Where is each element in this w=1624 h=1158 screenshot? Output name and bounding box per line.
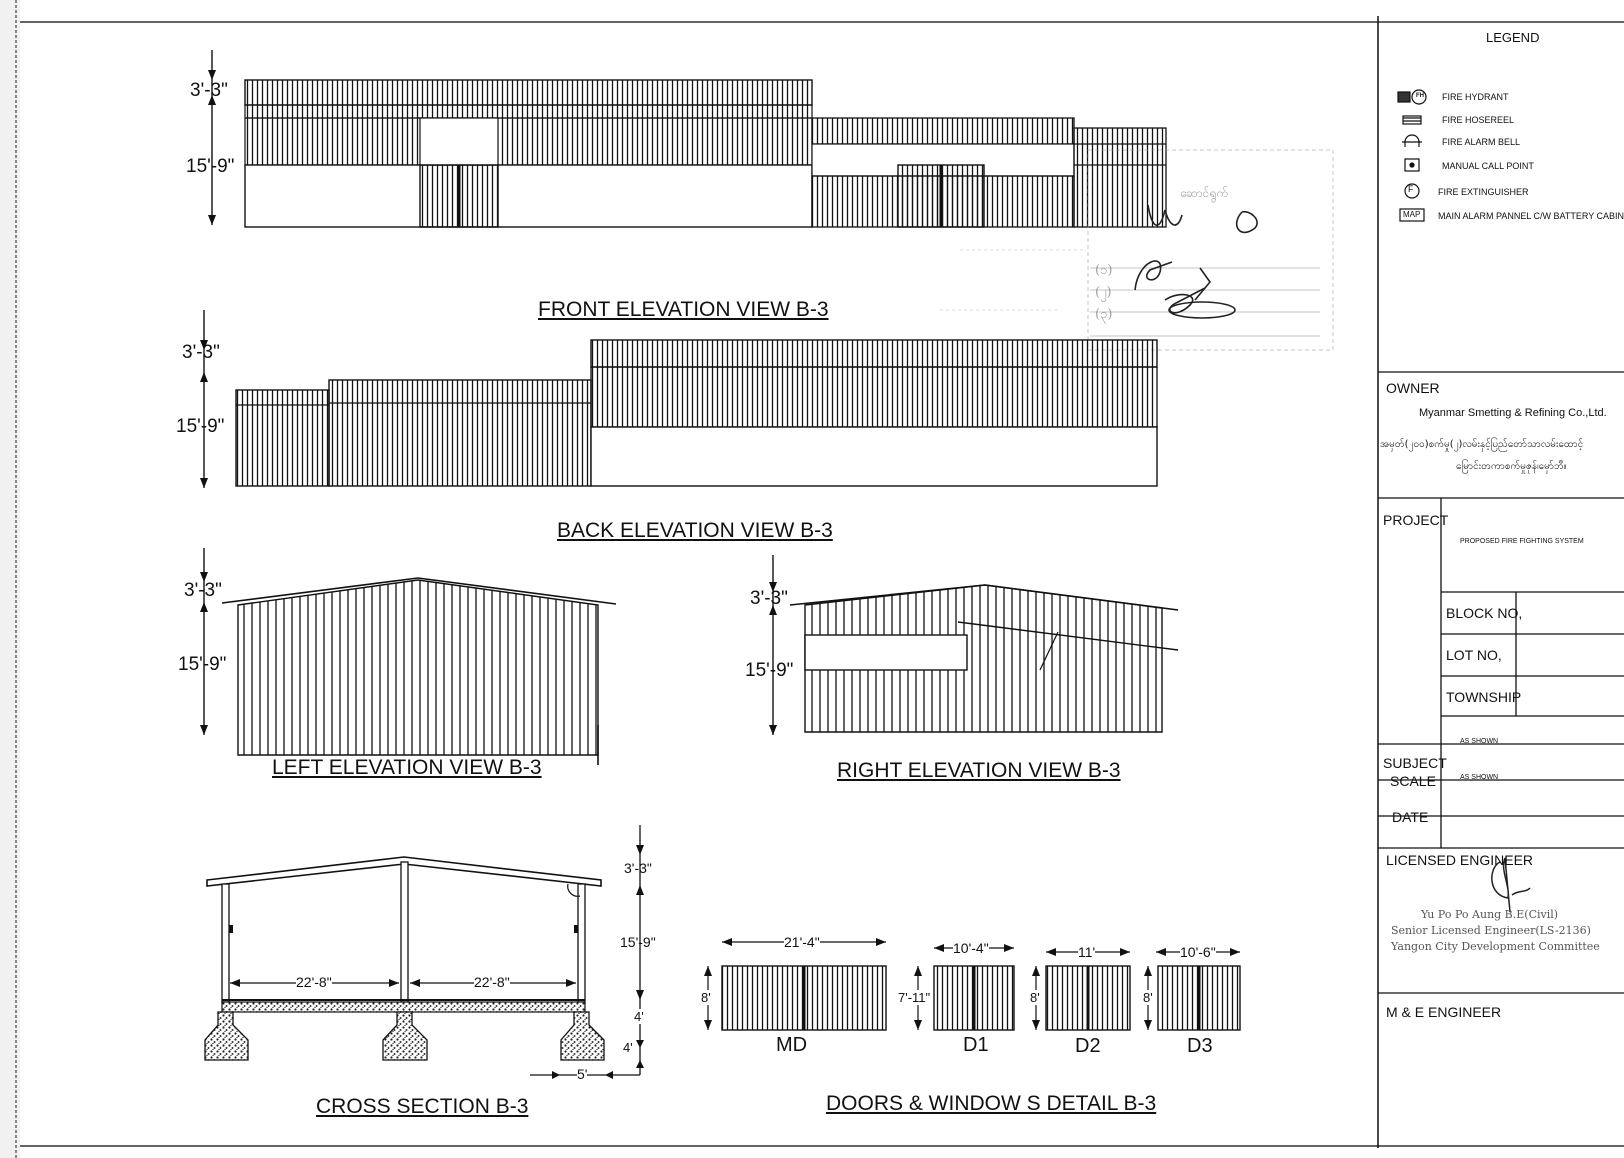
subject-label: SUBJECT bbox=[1383, 755, 1447, 771]
me-engineer-label: M & E ENGINEER bbox=[1386, 1004, 1502, 1020]
legend-main-alarm-panel: MAIN ALARM PANNEL C/W BATTERY CABINET bbox=[1438, 211, 1624, 221]
fire-alarm-bell-icon bbox=[1402, 134, 1422, 147]
block-no-label: BLOCK NO, bbox=[1446, 605, 1523, 621]
scale-value: AS SHOWN bbox=[1460, 774, 1499, 781]
left-elevation-title: LEFT ELEVATION VIEW B-3 bbox=[272, 756, 542, 779]
left-elevation bbox=[200, 548, 617, 765]
door-d2-label: D2 bbox=[1075, 1035, 1101, 1057]
scale-label: SCALE bbox=[1390, 773, 1436, 789]
front-elevation bbox=[208, 50, 1167, 228]
section-dim-wall: 15'-9" bbox=[620, 934, 656, 950]
cross-section-title: CROSS SECTION B-3 bbox=[316, 1095, 529, 1118]
back-dim-wall: 15'-9" bbox=[176, 416, 225, 437]
legend-title: LEGEND bbox=[1486, 30, 1540, 45]
subject-value: AS SHOWN bbox=[1460, 738, 1499, 745]
back-elevation bbox=[200, 310, 1158, 488]
left-dim-roof: 3'-3" bbox=[184, 580, 222, 601]
fire-extinguisher-symbol: F bbox=[1408, 184, 1414, 194]
section-dim-roof: 3'-3" bbox=[624, 860, 652, 876]
right-elevation bbox=[769, 555, 1179, 735]
manual-call-point-icon bbox=[1404, 158, 1420, 172]
fire-extinguisher-icon bbox=[1404, 183, 1420, 199]
fire-hydrant-icon bbox=[1397, 89, 1427, 105]
door-d2-height: 8' bbox=[1030, 990, 1040, 1005]
section-dim-span-left: 22'-8" bbox=[296, 974, 332, 990]
door-d1-label: D1 bbox=[963, 1034, 989, 1056]
front-dim-roof: 3'-3" bbox=[190, 80, 228, 101]
date-label: DATE bbox=[1392, 809, 1429, 825]
front-elevation-title: FRONT ELEVATION VIEW B-3 bbox=[538, 298, 829, 321]
main-alarm-panel-symbol: MAP bbox=[1403, 210, 1421, 219]
back-dim-roof: 3'-3" bbox=[182, 342, 220, 363]
door-d2-width: 11' bbox=[1078, 944, 1096, 960]
lot-no-label: LOT NO, bbox=[1446, 647, 1502, 663]
owner-address-line-2: မြောင်းတကာစက်မှုဇုန်၊မှော်ဘီ။ bbox=[1456, 461, 1567, 472]
legend-fire-extinguisher: FIRE EXTINGUISHER bbox=[1438, 187, 1529, 197]
project-label: PROJECT bbox=[1383, 512, 1449, 528]
project-value: PROPOSED FIRE FIGHTING SYSTEM bbox=[1460, 538, 1584, 545]
door-md-label: MD bbox=[776, 1034, 808, 1056]
legend-manual-call-point: MANUAL CALL POINT bbox=[1442, 161, 1534, 171]
fire-hosereel-icon bbox=[1402, 115, 1422, 125]
legend-fire-hydrant: FIRE HYDRANT bbox=[1442, 92, 1509, 102]
door-d3-label: D3 bbox=[1187, 1035, 1213, 1057]
approval-stamp bbox=[940, 149, 1334, 351]
fire-hydrant-symbol: FH bbox=[1416, 93, 1424, 99]
stamp-line-3: (၃) bbox=[1095, 307, 1113, 322]
door-d3-width: 10'-6" bbox=[1180, 944, 1216, 960]
owner-name: Myanmar Smetting & Refining Co.,Ltd. bbox=[1419, 407, 1607, 419]
doors-detail-title: DOORS & WINDOW S DETAIL B-3 bbox=[826, 1092, 1157, 1115]
legend-fire-hosereel: FIRE HOSEREEL bbox=[1442, 115, 1515, 125]
stamp-text: ဆောင်ရွက် bbox=[1180, 186, 1228, 200]
township-label: TOWNSHIP bbox=[1446, 689, 1522, 705]
engineer-registration: Senior Licensed Engineer(LS-2136) bbox=[1391, 924, 1591, 937]
section-dim-plinth: 4' bbox=[634, 1009, 644, 1024]
doors-detail bbox=[704, 938, 1241, 1031]
section-dim-footing-width: 5' bbox=[577, 1066, 588, 1082]
engineer-organization: Yangon City Development Committee bbox=[1391, 940, 1600, 953]
front-dim-wall: 15'-9" bbox=[186, 156, 235, 177]
licensed-engineer-label: LICENSED ENGINEER bbox=[1386, 852, 1534, 868]
owner-address-line-1: အမှတ်(၂၀၀)စက်မှု(၂)လမ်းနှင့်ပြည်တော်သာလမ… bbox=[1380, 439, 1584, 450]
right-dim-roof: 3'-3" bbox=[750, 588, 788, 609]
door-d1-width: 10'-4" bbox=[953, 940, 989, 956]
right-elevation-title: RIGHT ELEVATION VIEW B-3 bbox=[837, 759, 1121, 782]
door-d3-height: 8' bbox=[1143, 990, 1153, 1005]
stamp-line-1: (၁) bbox=[1095, 263, 1113, 278]
engineer-signature bbox=[1491, 857, 1531, 913]
right-dim-wall: 15'-9" bbox=[745, 660, 794, 681]
title-block-grid bbox=[1378, 371, 1624, 994]
left-dim-wall: 15'-9" bbox=[178, 654, 227, 675]
door-md-height: 8' bbox=[701, 990, 711, 1005]
cross-section bbox=[204, 825, 644, 1079]
owner-label: OWNER bbox=[1386, 380, 1440, 396]
legend-fire-alarm-bell: FIRE ALARM BELL bbox=[1442, 137, 1521, 147]
handwritten-signatures bbox=[1134, 204, 1258, 319]
main-alarm-panel-icon bbox=[1399, 208, 1425, 222]
door-d1-height: 7'-11" bbox=[898, 990, 931, 1005]
back-elevation-title: BACK ELEVATION VIEW B-3 bbox=[557, 519, 833, 542]
engineer-name: Yu Po Po Aung B.E(Civil) bbox=[1421, 908, 1559, 921]
door-md-width: 21'-4" bbox=[784, 934, 820, 950]
stamp-line-2: (၂) bbox=[1095, 285, 1112, 300]
section-dim-footing: 4' bbox=[623, 1040, 633, 1055]
section-dim-span-right: 22'-8" bbox=[474, 974, 510, 990]
